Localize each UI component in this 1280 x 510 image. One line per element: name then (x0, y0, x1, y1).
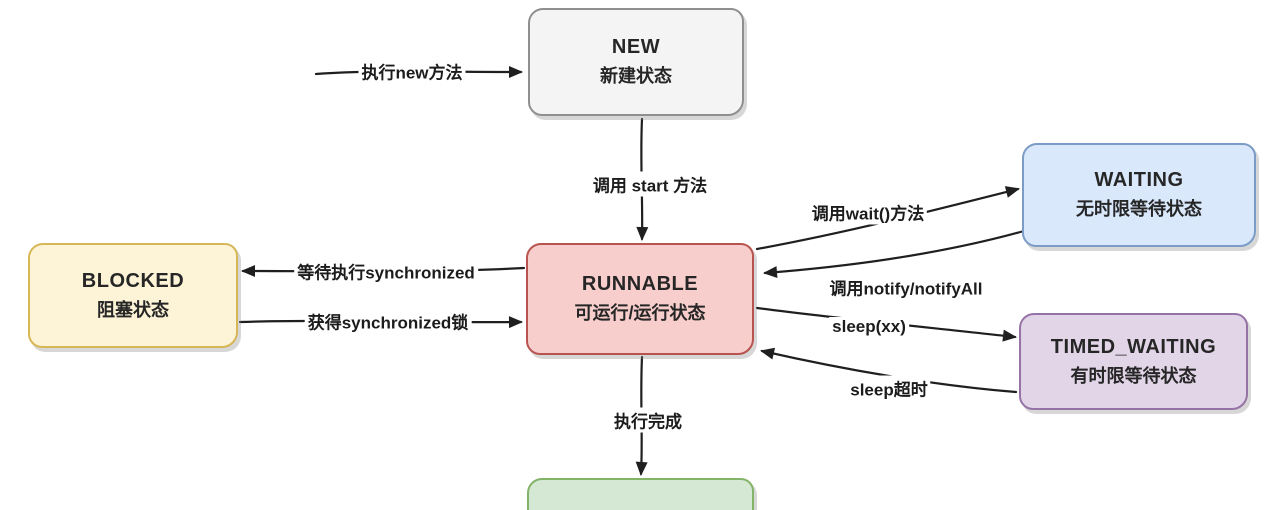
edge-label-call-wait: 调用wait()方法 (808, 199, 928, 225)
node-new: NEW 新建状态 (528, 8, 744, 116)
node-waiting-title: WAITING (1094, 169, 1184, 191)
edge-label-create: 执行new方法 (358, 58, 466, 84)
node-new-title: NEW (611, 36, 661, 58)
edge-label-complete: 执行完成 (611, 407, 685, 433)
node-timed-waiting-subtitle: 有时限等待状态 (1070, 365, 1197, 386)
node-blocked-subtitle: 阻塞状态 (97, 299, 169, 320)
edge-label-start: 调用 start 方法 (589, 171, 711, 197)
edge-label-wait-sync: 等待执行synchronized (294, 258, 478, 284)
node-runnable-subtitle: 可运行/运行状态 (574, 303, 706, 323)
edge-notify-arrow (763, 229, 1026, 279)
node-runnable-title: RUNNABLE (581, 273, 699, 295)
node-terminated (527, 478, 754, 510)
node-waiting: WAITING 无时限等待状态 (1022, 143, 1256, 247)
node-timed-waiting-title: TIMED_WAITING (1050, 335, 1217, 358)
node-blocked-title: BLOCKED (81, 269, 185, 292)
node-runnable: RUNNABLE 可运行/运行状态 (526, 243, 754, 355)
edge-label-notify: 调用notify/notifyAll (826, 274, 986, 300)
node-timed-waiting: TIMED_WAITING 有时限等待状态 (1019, 313, 1248, 410)
node-blocked: BLOCKED 阻塞状态 (28, 243, 238, 348)
edge-label-sleep: sleep(xx) (829, 317, 909, 337)
node-new-subtitle: 新建状态 (600, 66, 672, 86)
edge-label-acquire-lock: 获得synchronized锁 (304, 308, 472, 334)
edge-label-sleep-timeout: sleep超时 (847, 375, 931, 401)
node-waiting-subtitle: 无时限等待状态 (1076, 199, 1202, 219)
